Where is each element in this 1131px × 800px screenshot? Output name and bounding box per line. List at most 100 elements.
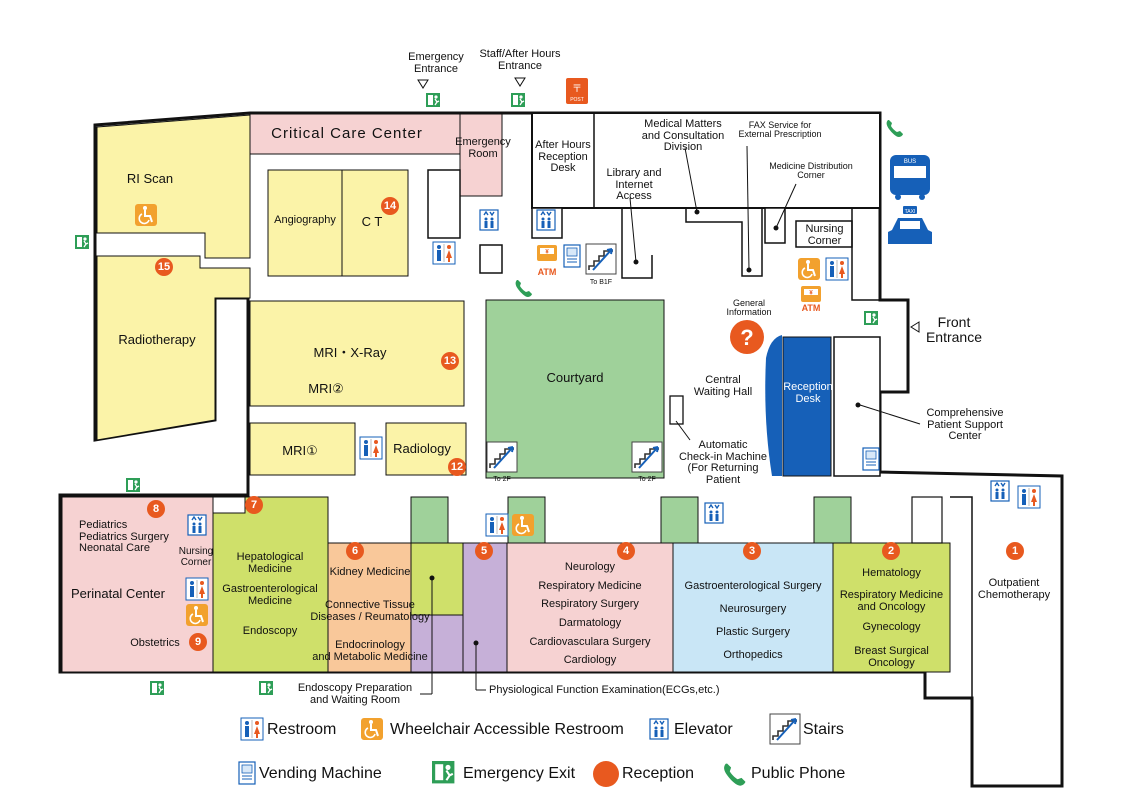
wheelchair-restroom-icon: [511, 513, 535, 537]
perinatal-center-label: Perinatal Center: [71, 586, 165, 601]
atm-label-1: ATM: [537, 267, 557, 277]
emergency-exit-icon: [258, 680, 274, 696]
gastro-surgery-label: Gastroenterological Surgery: [684, 580, 822, 592]
restroom-icon: [1017, 485, 1041, 509]
to-2f-label-2: To 2F: [638, 476, 656, 483]
neurology-label: Neurology: [564, 561, 616, 573]
to-2f-label-1: To 2F: [493, 476, 511, 483]
kidney-medicine-label: Kidney Medicine: [329, 566, 411, 578]
connective-tissue-label: Connective Tissue Diseases / Reumatology: [310, 599, 430, 623]
nursing-corner-label: Nursing Corner: [178, 546, 214, 568]
atm-icon: [537, 245, 557, 261]
hematology-label: Hematology: [862, 567, 921, 579]
medicine-distribution-label: Medicine Distribution Corner: [769, 161, 853, 181]
svg-text:BUS: BUS: [904, 159, 916, 165]
critical-care-label: Critical Care Center: [271, 125, 423, 142]
mri2-label: MRI②: [308, 381, 344, 396]
legend-restroom: Restroom: [267, 721, 337, 738]
respiratory-oncology-label: Respiratory Medicine and Oncology: [839, 589, 944, 613]
legend-reception-icon: [593, 761, 619, 787]
reception-desk-label: Reception Desk: [783, 381, 833, 405]
stairs-icon: [631, 441, 663, 473]
legend-elevator-icon: [649, 718, 669, 740]
svg-text:〒: 〒: [572, 84, 582, 95]
nursing-corner-top-label: Nursing Corner: [805, 223, 844, 247]
general-information-icon: ?: [730, 320, 764, 354]
restroom-icon: [432, 241, 456, 265]
legend-exit-icon: [430, 759, 456, 785]
emergency-exit-icon: [425, 92, 441, 108]
atm-label-2: ATM: [801, 303, 821, 313]
reception-badge-8: 8: [147, 500, 165, 518]
patient-support-label: Comprehensive Patient Support Center: [926, 407, 1004, 443]
checkin-machine-label: Automatic Check-in Machine (For Returnin…: [678, 439, 768, 486]
reception-badge-4: 4: [617, 542, 635, 560]
gynecology-label: Gynecology: [862, 621, 921, 633]
legend-wheelchair-icon: [360, 717, 384, 741]
restroom-icon: [825, 257, 849, 281]
dermatology-label: Darmatology: [558, 617, 622, 629]
legend-wheelchair: Wheelchair Accessible Restroom: [390, 721, 624, 738]
elevator-icon: [536, 209, 556, 231]
reception-badge-6: 6: [346, 542, 364, 560]
elevator-icon: [990, 480, 1010, 502]
legend-phone-icon: [724, 763, 746, 786]
ri-scan-label: RI Scan: [126, 171, 174, 186]
svg-text:?: ?: [740, 325, 753, 350]
lower-wing: [61, 496, 973, 786]
reception-badge-14: 14: [381, 197, 399, 215]
legend-restroom-icon: [240, 717, 264, 741]
legend-vending: Vending Machine: [259, 765, 382, 782]
respiratory-surgery-label: Respiratory Surgery: [541, 598, 639, 610]
emergency-entrance-arrow: [417, 79, 429, 89]
emergency-exit-icon: [74, 234, 90, 250]
reception-badge-15: 15: [155, 258, 173, 276]
restroom-icon: [185, 577, 209, 601]
emergency-room-label: Emergency Room: [455, 136, 511, 160]
mri-xray-label: MRI・X-Ray: [313, 345, 387, 360]
restroom-icon: [485, 513, 509, 537]
outpatient-chemo-label: Outpatient Chemotherapy: [977, 577, 1051, 601]
legend-reception: Reception: [622, 765, 695, 782]
leader-lines: [420, 145, 921, 695]
courtyard-label: Courtyard: [546, 370, 604, 385]
staff-entrance-arrow: [514, 77, 526, 87]
legend-stairs: Stairs: [803, 721, 844, 738]
cardiology-label: Cardiology: [563, 654, 617, 666]
ct-label: C T: [361, 214, 383, 229]
svg-text:TAXI: TAXI: [905, 209, 916, 215]
legend-exit: Emergency Exit: [463, 765, 576, 782]
emergency-exit-icon: [510, 92, 526, 108]
front-entrance-arrow: [910, 321, 920, 333]
front-entrance-label: Front Entrance: [925, 314, 983, 345]
general-information-label: General Information: [726, 298, 772, 318]
stairs-icon: [585, 243, 617, 275]
endoscopy-label: Endoscopy: [242, 625, 298, 637]
wheelchair-restroom-icon: [797, 257, 821, 281]
reception-badge-13: 13: [441, 352, 459, 370]
angiography-label: Angiography: [274, 214, 336, 226]
reception-badge-12: 12: [448, 458, 466, 476]
svg-text:POST: POST: [570, 97, 584, 103]
plastic-surgery-label: Plastic Surgery: [716, 626, 790, 638]
cardiovascular-surgery-label: Cardiovasculara Surgery: [529, 636, 651, 648]
radiotherapy-label: Radiotherapy: [118, 332, 196, 347]
respiratory-medicine-label: Respiratory Medicine: [538, 580, 642, 592]
bus-icon: BUS: [890, 155, 930, 200]
central-waiting-label: Central Waiting Hall: [693, 374, 753, 398]
endoscopy-prep-label: Endoscopy Preparation and Waiting Room: [297, 682, 413, 706]
medical-matters-label: Medical Matters and Consultation Divisio…: [641, 118, 725, 154]
neurosurgery-label: Neurosurgery: [719, 603, 787, 615]
reception-badge-9: 9: [189, 633, 207, 651]
restroom-icon: [359, 436, 383, 460]
legend-phone: Public Phone: [751, 765, 846, 782]
hepatological-label: Hepatological Medicine: [236, 551, 304, 575]
public-phone-icon: [886, 120, 903, 137]
emergency-exit-icon: [125, 477, 141, 493]
pediatrics-list: Pediatrics Pediatrics Surgery Neonatal C…: [79, 519, 169, 555]
radiology-label: Radiology: [393, 441, 451, 456]
elevator-icon: [187, 514, 207, 536]
vending-machine-icon: [862, 447, 880, 471]
